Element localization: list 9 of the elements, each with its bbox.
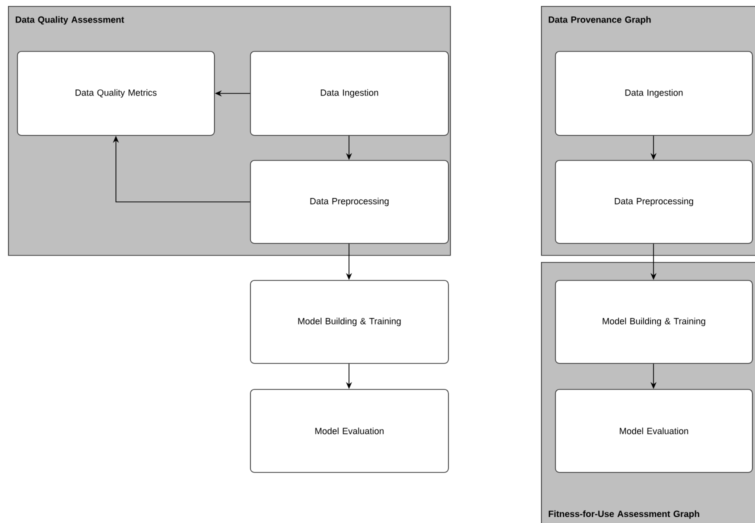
process-box: Data Preprocessing — [555, 160, 753, 244]
process-box: Model Evaluation — [250, 389, 449, 473]
process-box: Data Ingestion — [555, 51, 753, 136]
process-box: Data Ingestion — [250, 51, 449, 136]
process-box: Model Building & Training — [555, 280, 753, 364]
process-box: Model Building & Training — [250, 280, 449, 364]
process-box: Data Preprocessing — [250, 160, 449, 244]
process-box: Data Quality Metrics — [17, 51, 215, 136]
process-box: Model Evaluation — [555, 389, 753, 473]
